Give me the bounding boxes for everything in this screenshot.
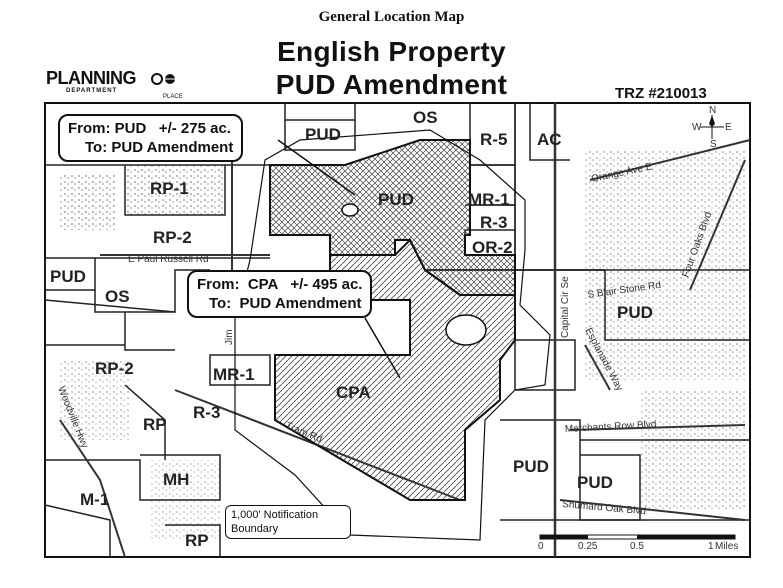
- zone-rp2-left: RP-2: [95, 359, 134, 378]
- scale-1: 1: [708, 541, 714, 552]
- compass-s: S: [710, 139, 717, 150]
- urban-texture-sw: [60, 360, 130, 440]
- scale-bar: 0 0.25 0.5 1 Miles: [538, 534, 738, 552]
- zone-mh: MH: [163, 470, 189, 489]
- zone-or2: OR-2: [472, 238, 513, 257]
- urban-texture-rp1: [125, 165, 225, 215]
- zone-rp: RP: [143, 415, 167, 434]
- cpa-callout-pointer: [364, 317, 401, 379]
- scale-05: 0.5: [630, 541, 644, 552]
- notification-callout: 1,000' Notification Boundary: [225, 505, 351, 539]
- pud-callout-pointer: [277, 139, 356, 196]
- zone-rp1: RP-1: [150, 179, 189, 198]
- zone-os-top: OS: [413, 108, 438, 127]
- road-merchants: Merchants Row Blvd: [565, 419, 657, 435]
- urban-texture-se: [640, 390, 745, 510]
- map-title-line2: PUD Amendment: [275, 69, 508, 100]
- compass-w: W: [692, 122, 702, 133]
- urban-texture-east: [585, 150, 745, 380]
- road-paul-russell: E Paul Russell Rd: [128, 254, 209, 265]
- cpa-callout-from: From: CPA +/- 495 ac.: [197, 276, 363, 293]
- compass-e: E: [725, 122, 732, 133]
- cpa-callout: From: CPA +/- 495 ac. To: PUD Amendment: [187, 270, 373, 318]
- planning-logo: PLANNING: [46, 68, 137, 88]
- pud-callout: From: PUD +/- 275 ac. To: PUD Amendment: [58, 114, 244, 162]
- zoning-lines: [44, 103, 750, 557]
- zone-r3-right: R-3: [480, 213, 507, 232]
- planning-logo-place: PLACE: [163, 94, 183, 100]
- zone-pud-se2: PUD: [577, 473, 613, 492]
- north-arrow: N S E W: [692, 105, 732, 150]
- zone-pud-se1: PUD: [513, 457, 549, 476]
- pud-callout-from: From: PUD +/- 275 ac.: [68, 120, 231, 137]
- zone-mr1-left: MR-1: [213, 365, 255, 384]
- zone-mr1-right: MR-1: [468, 190, 510, 209]
- zone-pud-top: PUD: [305, 125, 341, 144]
- globe-icon: [151, 73, 175, 85]
- zone-pud-subject: PUD: [378, 190, 414, 209]
- zone-rp2-top: RP-2: [153, 228, 192, 247]
- planning-logo-sub: DEPARTMENT: [66, 88, 118, 94]
- zone-rp-bottom: RP: [185, 531, 209, 550]
- zone-r3-left: R-3: [193, 403, 220, 422]
- zone-os-left: OS: [105, 287, 130, 306]
- zone-r5: R-5: [480, 130, 507, 149]
- zone-m1: M-1: [80, 490, 109, 509]
- case-number: TRZ #210013: [615, 85, 707, 102]
- map-heading: General Location Map: [318, 9, 465, 25]
- zone-pud-east: PUD: [617, 303, 653, 322]
- compass-n: N: [709, 105, 716, 116]
- road-capital-cir: Capital Cir Se: [560, 276, 571, 338]
- urban-texture-west: [60, 175, 115, 230]
- map-title-line1: English Property: [277, 36, 506, 67]
- zone-cpa: CPA: [336, 383, 371, 402]
- scale-unit: Miles: [715, 541, 738, 552]
- cpa-callout-to: To: PUD Amendment: [209, 295, 362, 312]
- scale-025: 0.25: [578, 541, 598, 552]
- road-jim: Jim: [224, 329, 235, 345]
- pud-callout-to: To: PUD Amendment: [85, 139, 234, 156]
- scale-0: 0: [538, 541, 544, 552]
- zone-ac: AC: [537, 130, 562, 149]
- zone-pud-left: PUD: [50, 267, 86, 286]
